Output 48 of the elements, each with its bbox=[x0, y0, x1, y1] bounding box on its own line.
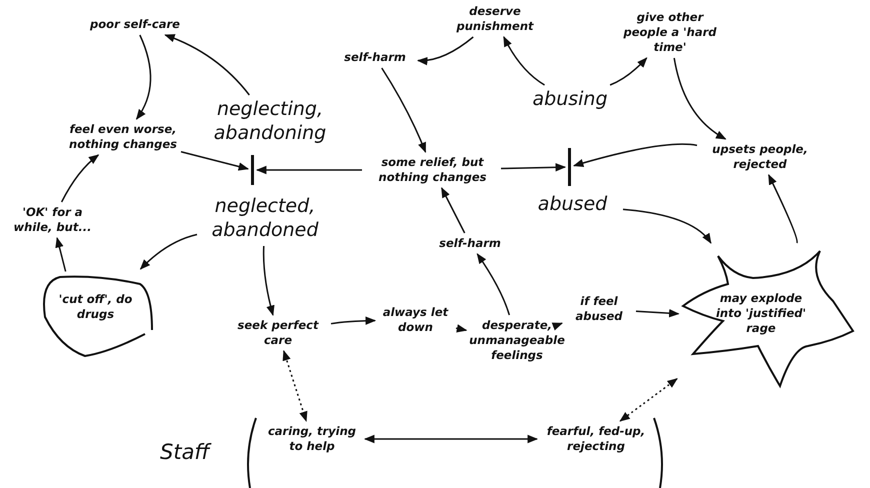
node-text: deserve punishment bbox=[455, 4, 535, 34]
arrow bbox=[282, 350, 308, 422]
arrow bbox=[768, 174, 798, 244]
arrow bbox=[416, 36, 474, 65]
node-text: if feel abused bbox=[574, 294, 624, 324]
arrow bbox=[673, 58, 726, 140]
node-text: self-harm bbox=[344, 50, 406, 65]
arrow bbox=[573, 143, 698, 168]
arrow bbox=[136, 34, 152, 120]
arrow bbox=[164, 34, 250, 96]
arrow bbox=[381, 68, 426, 153]
arrow bbox=[330, 316, 376, 325]
node-text: fearful, fed-up, rejecting bbox=[546, 424, 646, 454]
node-text: neglected, abandoned bbox=[210, 195, 320, 242]
arrow bbox=[256, 166, 362, 174]
arrow bbox=[619, 378, 678, 422]
node-text: always let down bbox=[382, 305, 450, 335]
node-text: poor self-care bbox=[90, 17, 180, 32]
node-text: self-harm bbox=[439, 236, 501, 251]
node-text: feel even worse, nothing changes bbox=[68, 122, 178, 152]
arrow bbox=[552, 322, 563, 331]
arrow bbox=[55, 236, 66, 272]
arrow bbox=[441, 187, 466, 234]
arrow bbox=[364, 434, 538, 444]
arrow bbox=[60, 154, 100, 202]
arrow bbox=[456, 324, 468, 332]
arrow bbox=[503, 36, 545, 86]
node-text: some relief, but nothing changes bbox=[378, 155, 488, 185]
node-text: abused bbox=[538, 193, 608, 217]
arrow bbox=[180, 151, 250, 171]
arrow bbox=[140, 234, 198, 270]
arrow bbox=[622, 208, 712, 244]
arrow bbox=[636, 309, 680, 318]
node-text: caring, trying to help bbox=[266, 424, 357, 454]
arrow bbox=[610, 57, 648, 86]
node-text: abusing bbox=[532, 88, 608, 112]
group-label: Staff bbox=[160, 440, 210, 464]
node-text: upsets people, rejected bbox=[711, 142, 809, 172]
arrow bbox=[500, 163, 566, 172]
node-text: 'cut off', do drugs bbox=[58, 292, 134, 322]
node-text: give other people a 'hard time' bbox=[622, 10, 718, 55]
arrow bbox=[262, 246, 275, 316]
node-text: may explode into 'justified' rage bbox=[714, 291, 808, 336]
node-text: 'OK' for a while, but... bbox=[12, 205, 92, 235]
arrow bbox=[476, 253, 510, 316]
node-text: neglecting, abandoning bbox=[212, 98, 328, 146]
node-text: seek perfect care bbox=[236, 318, 320, 348]
node-text: desperate, unmanageable feelings bbox=[468, 318, 566, 363]
